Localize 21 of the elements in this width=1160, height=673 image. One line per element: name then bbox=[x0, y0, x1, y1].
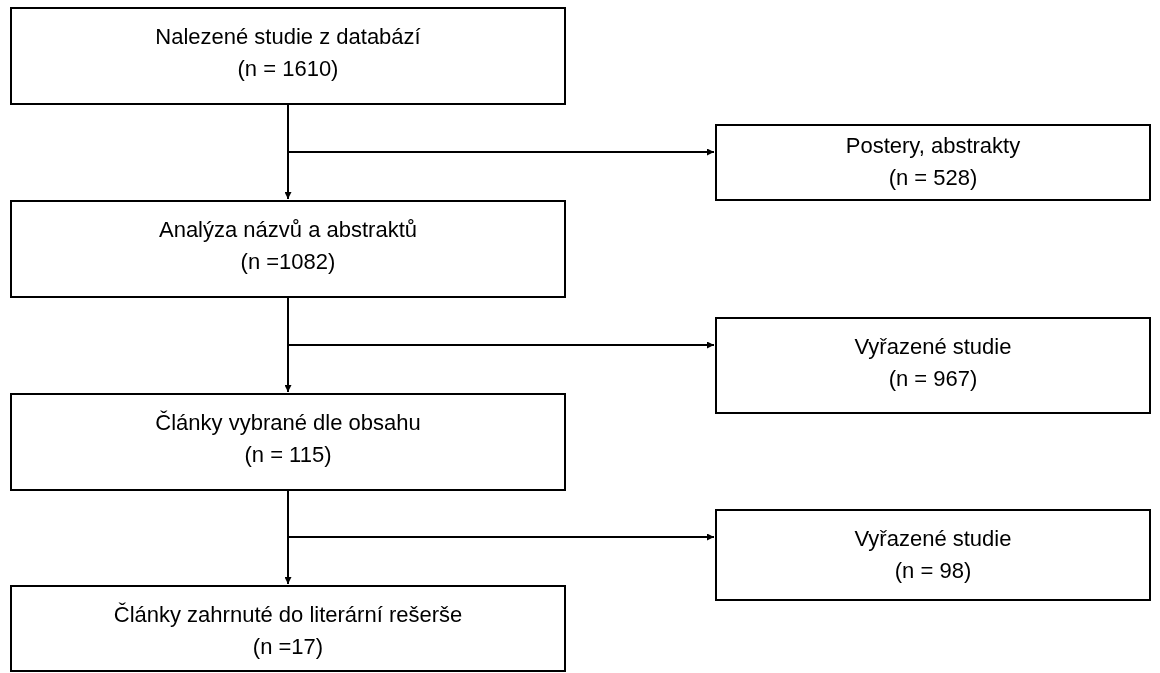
count-label: (n = 1610) bbox=[237, 55, 339, 83]
box-title: Nalezené studie z databází bbox=[155, 23, 421, 51]
process-box bbox=[715, 509, 1151, 601]
process-box bbox=[10, 200, 566, 298]
process-box bbox=[10, 585, 566, 672]
box-title: Vyřazené studie bbox=[854, 333, 1012, 361]
count-label: (n =17) bbox=[252, 633, 324, 661]
process-box bbox=[715, 317, 1151, 414]
count-label: (n = 98) bbox=[894, 557, 972, 585]
box-title: Analýza názvů a abstraktů bbox=[158, 216, 417, 244]
count-label: (n = 967) bbox=[888, 365, 978, 393]
process-box bbox=[715, 124, 1151, 201]
box-title: Vyřazené studie bbox=[854, 525, 1012, 553]
count-label: (n = 528) bbox=[888, 164, 978, 192]
count-label: (n =1082) bbox=[240, 248, 336, 276]
box-title: Postery, abstrakty bbox=[845, 132, 1021, 160]
process-box bbox=[10, 393, 566, 491]
box-title: Články zahrnuté do literární rešerše bbox=[113, 601, 463, 629]
process-box bbox=[10, 7, 566, 105]
box-title: Články vybrané dle obsahu bbox=[155, 409, 421, 437]
count-label: (n = 115) bbox=[244, 441, 332, 469]
